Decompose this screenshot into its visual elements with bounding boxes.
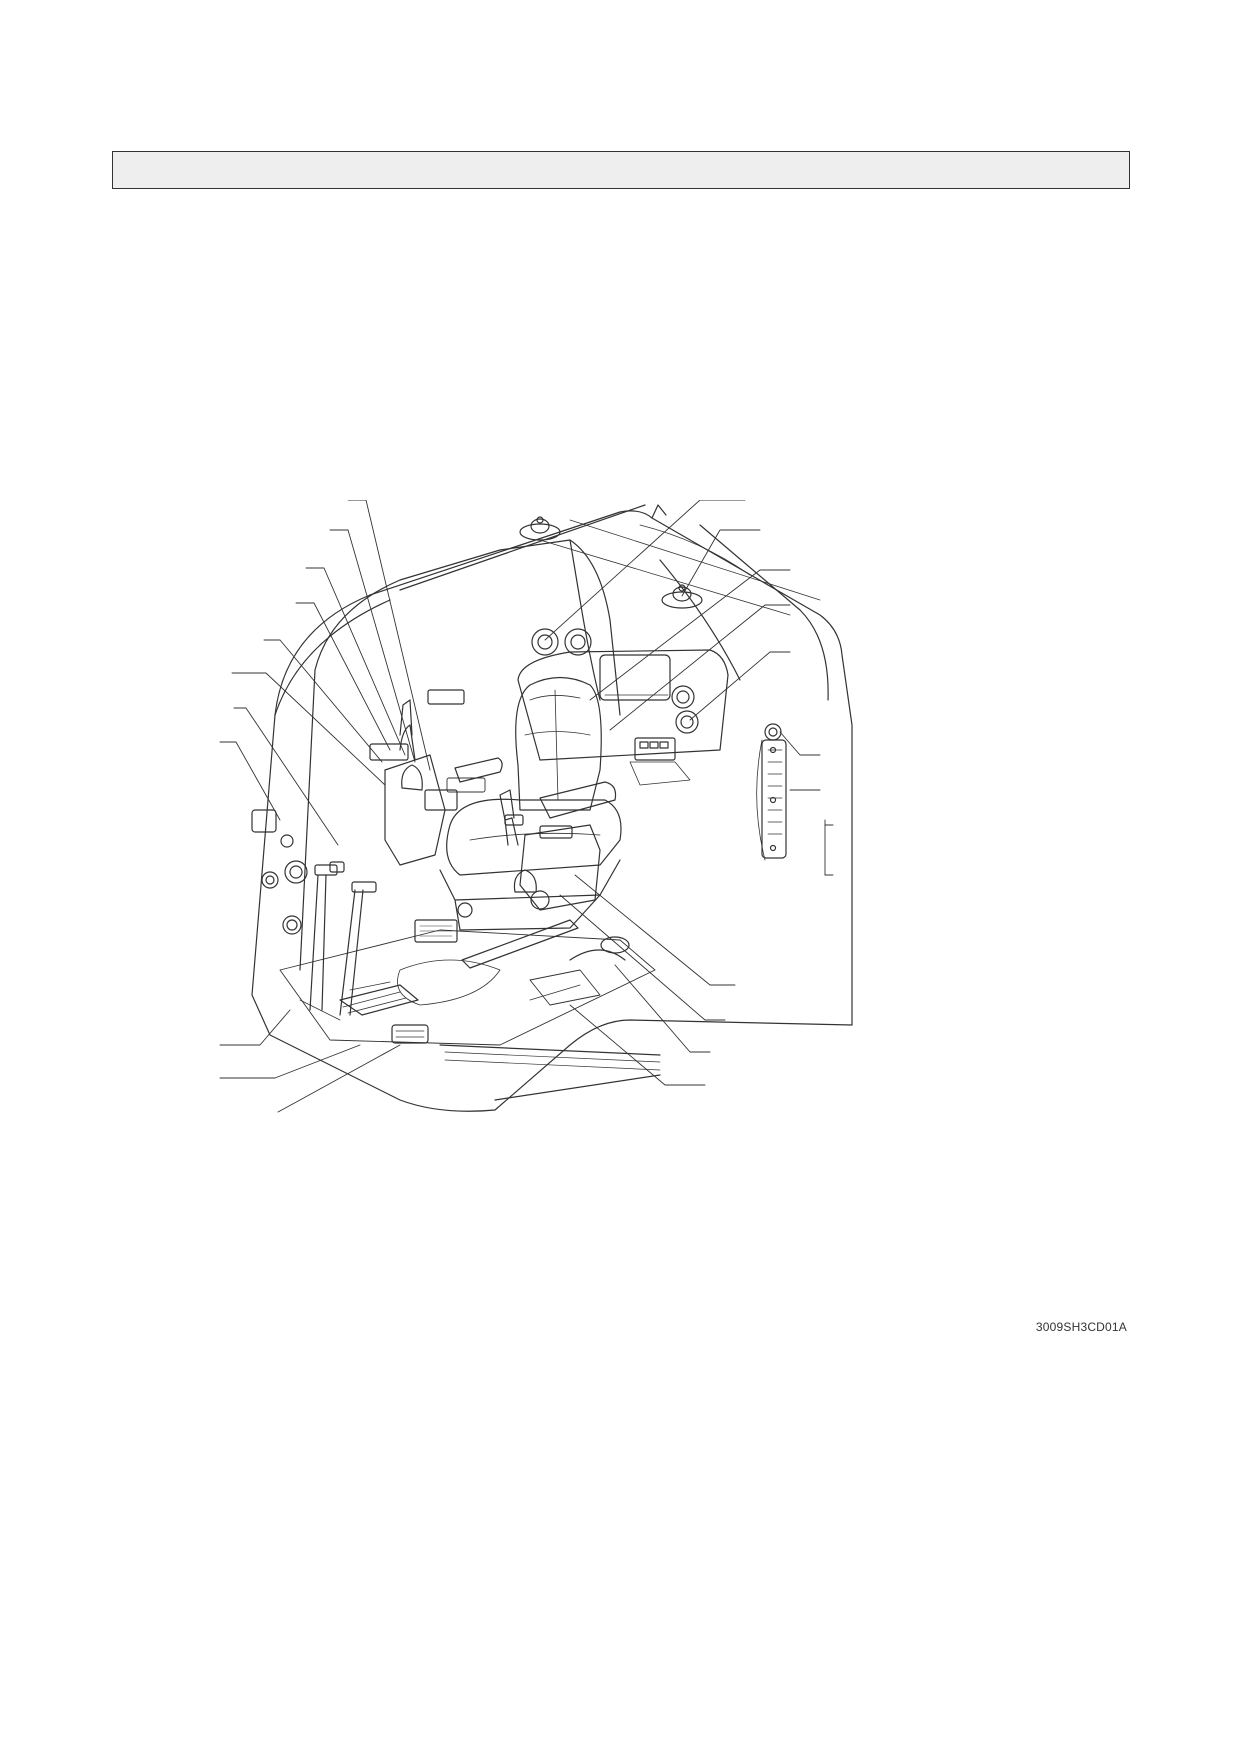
cab-shell [251, 504, 853, 1112]
operator-seat [439, 676, 622, 931]
under-seat-unit [414, 919, 630, 1006]
rear-right-switch-panel [629, 737, 691, 786]
rear-console [517, 628, 729, 761]
left-wall-controls [251, 809, 345, 935]
left-console [369, 689, 486, 866]
speaker-right-icon [661, 584, 703, 609]
side-connector-panel [756, 723, 787, 861]
section-header-box [112, 151, 1130, 189]
figure-id: 3009SH3CD01A [1035, 1320, 1127, 1334]
cab-interior-diagram [219, 500, 853, 1113]
floor-pedals [339, 984, 429, 1044]
floor-mat [279, 929, 661, 1101]
leader-lines [219, 500, 834, 1113]
left-joystick-icon [399, 699, 413, 736]
right-joystick-icon [499, 789, 515, 821]
travel-levers [309, 864, 377, 1016]
right-console [504, 817, 601, 911]
speaker-left-icon [519, 516, 561, 541]
